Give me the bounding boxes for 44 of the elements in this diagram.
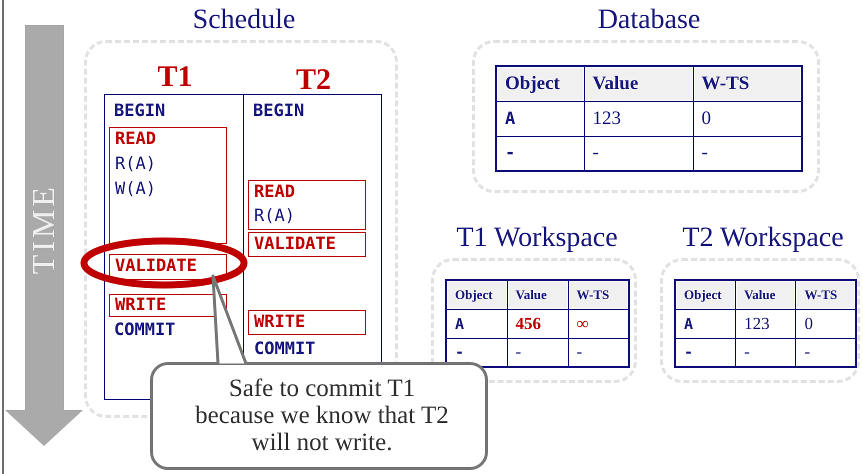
operation-label: R(A): [115, 154, 156, 174]
table-cell: A: [446, 309, 507, 338]
table-cell: 123: [736, 309, 796, 338]
operation-label: BEGIN: [114, 101, 166, 122]
callout-text: Safe to commit T1 because we know that T2 will not write.: [194, 375, 450, 456]
callout-pointer: [212, 274, 248, 365]
section-heading: Database: [596, 3, 702, 37]
phase-box: [248, 232, 366, 257]
phase-label: READ: [115, 129, 156, 150]
callout-bubble: [150, 362, 488, 470]
column-header: Value: [736, 280, 796, 309]
phase-label: WRITE: [115, 295, 166, 316]
phase-box: [109, 254, 227, 280]
table-cell: A: [496, 101, 584, 136]
operation-label: BEGIN: [253, 101, 304, 122]
table-cell: 123: [584, 101, 693, 136]
column-header: Object: [446, 280, 507, 309]
table-cell: A: [675, 309, 736, 338]
operation-label: COMMIT: [114, 320, 176, 340]
column-header: W-TS: [796, 280, 856, 309]
column-header: W-TS: [693, 66, 802, 101]
axis-label: TIME: [24, 183, 62, 276]
phase-box: [248, 310, 366, 335]
phase-box: [248, 180, 366, 230]
section-heading: T1 Workspace: [455, 221, 619, 255]
phase-box: [109, 127, 227, 244]
phase-label: READ: [254, 182, 295, 202]
column-header: W-TS: [568, 280, 629, 309]
table-cell: 456: [507, 309, 568, 338]
phase-label: WRITE: [254, 312, 306, 332]
section-heading: T2 Workspace: [681, 221, 845, 255]
phase-label: VALIDATE: [115, 256, 197, 276]
operation-label: W(A): [115, 179, 156, 200]
phase-box: [109, 294, 227, 317]
section-heading: Schedule: [192, 3, 296, 37]
operation-label: COMMIT: [254, 339, 316, 360]
phase-label: VALIDATE: [254, 234, 336, 254]
operation-label: R(A): [254, 206, 295, 226]
column-header: Object: [675, 280, 736, 309]
column-heading: T2: [294, 62, 332, 98]
column-header: Value: [584, 66, 693, 101]
column-header: Object: [496, 66, 584, 101]
column-heading: T1: [156, 59, 194, 95]
column-header: Value: [507, 280, 568, 309]
